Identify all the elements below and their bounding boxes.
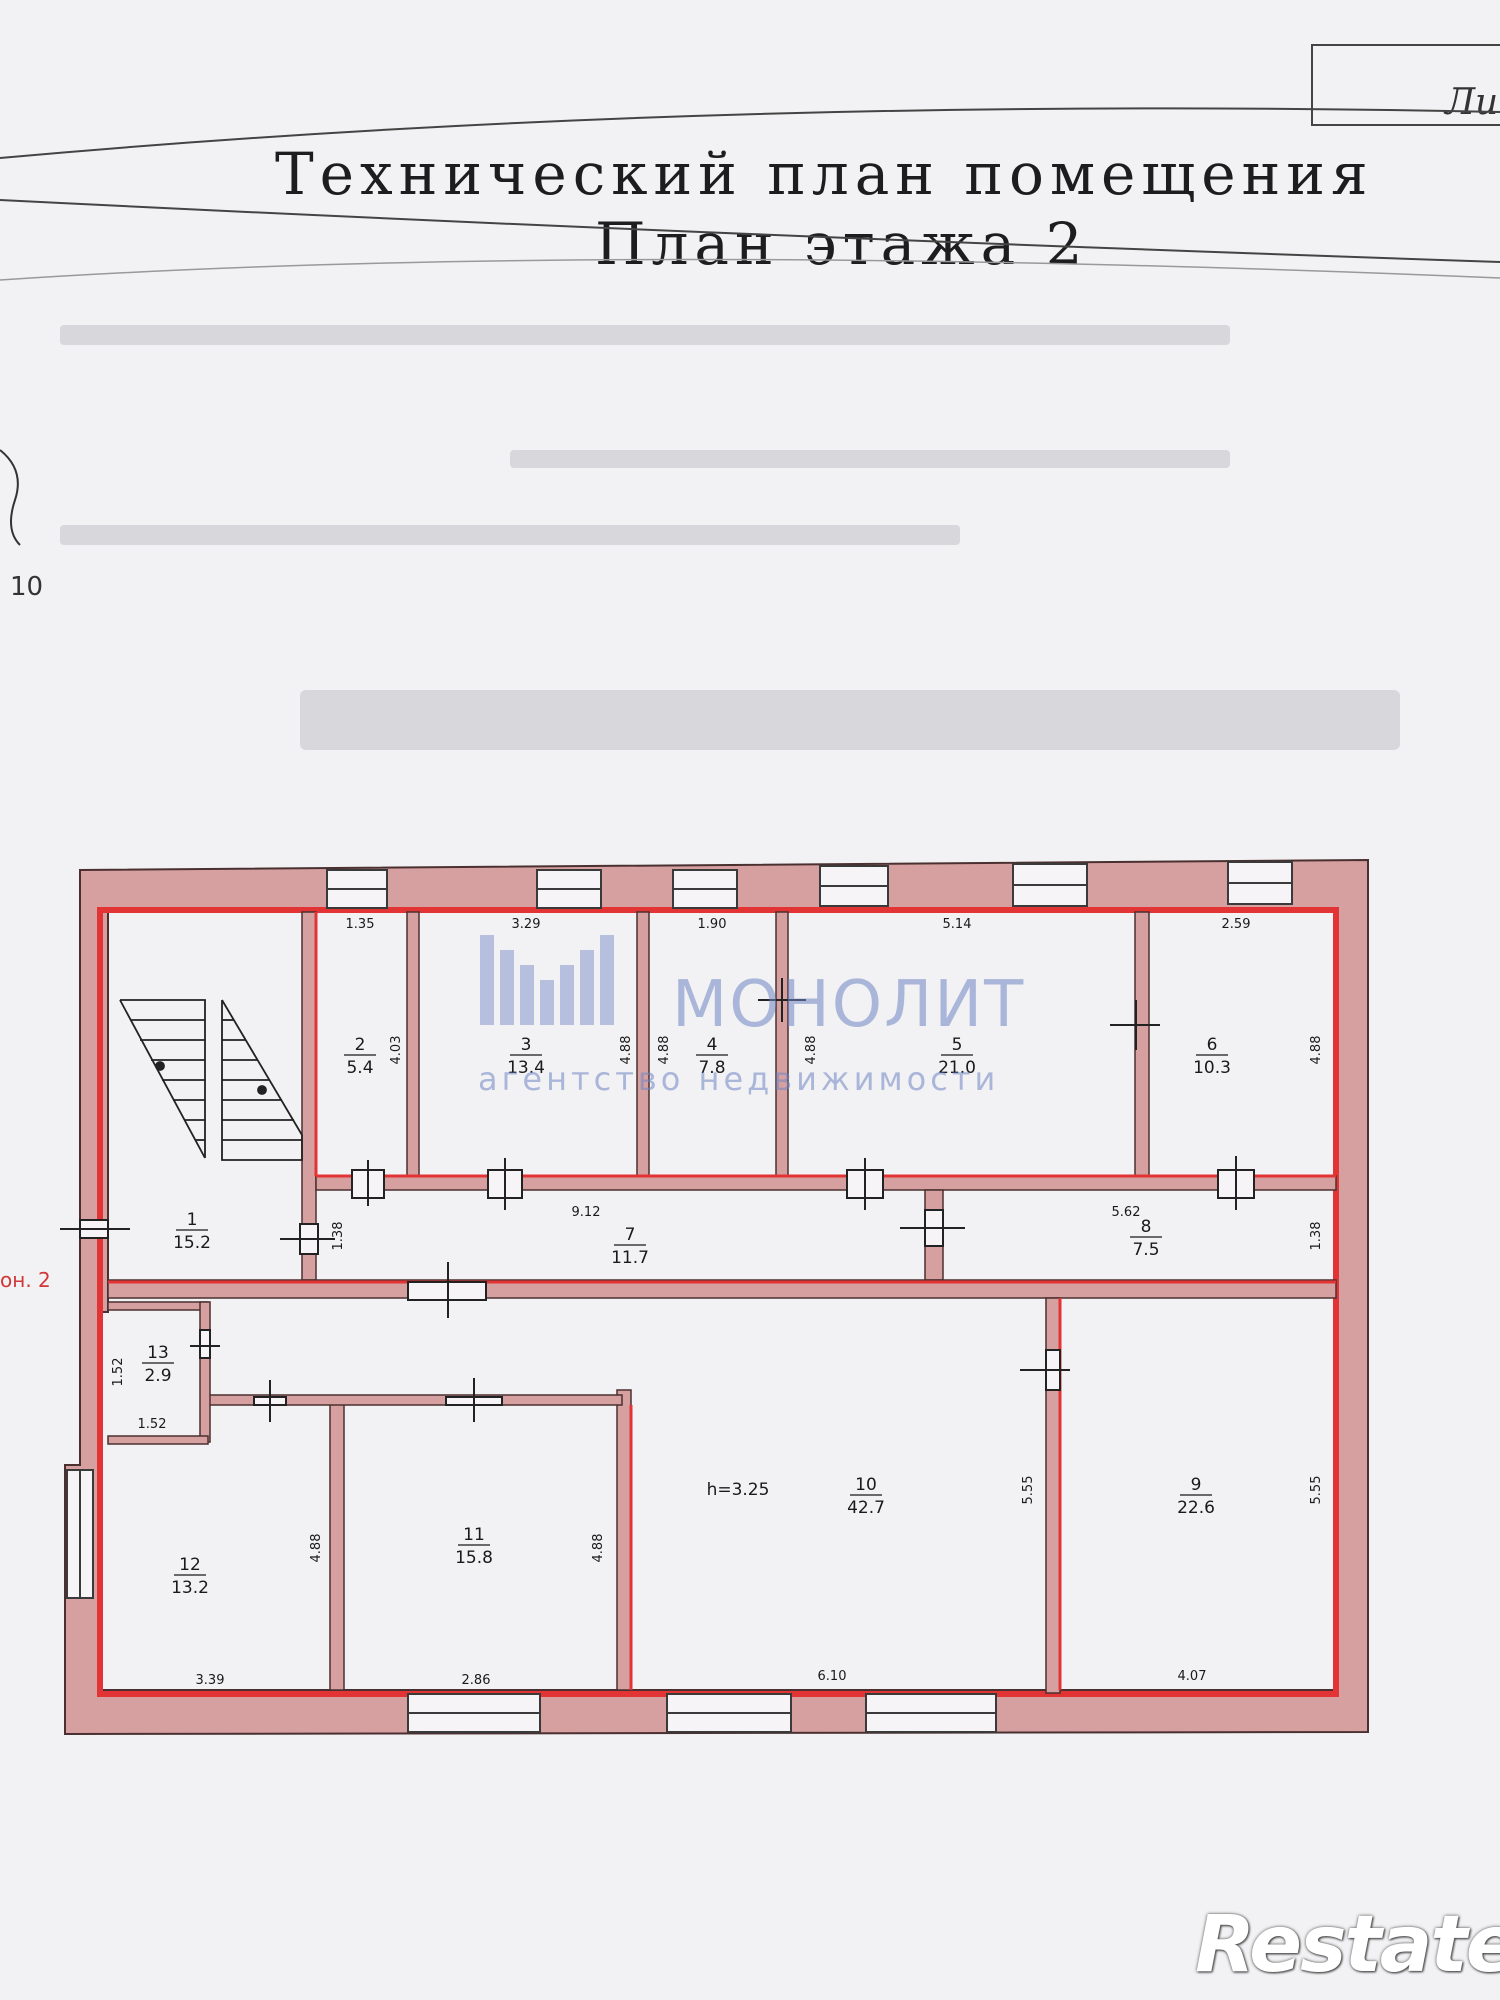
room-area: 7.8 (698, 1058, 725, 1078)
room-number: 13 (147, 1343, 169, 1363)
room-number: 5 (952, 1035, 963, 1055)
doors (60, 978, 1255, 1422)
room-area: 15.8 (455, 1548, 493, 1568)
room-area: 21.0 (938, 1058, 976, 1078)
room-number: 6 (1207, 1035, 1218, 1055)
document-title: Технический план помещения (275, 140, 1374, 208)
restate-logo: Restate (1195, 1900, 1500, 1990)
room-area: 13.2 (171, 1578, 209, 1598)
dimension-label: 5.14 (943, 917, 972, 932)
room-number: 3 (521, 1035, 532, 1055)
dimension-label: 4.07 (1178, 1669, 1207, 1684)
room-number: 2 (355, 1035, 366, 1055)
room-number: 1 (187, 1210, 198, 1230)
dimension-label: 3.39 (196, 1673, 225, 1688)
dimension-label: 5.62 (1112, 1205, 1141, 1220)
dimension-label: 4.88 (804, 1036, 819, 1065)
room-area: 13.4 (507, 1058, 545, 1078)
dimension-label: 9.12 (572, 1205, 601, 1220)
bleed-through-marks (60, 325, 1400, 750)
room-area: 42.7 (847, 1498, 885, 1518)
dimension-label: 4.88 (309, 1534, 324, 1563)
room-area: 15.2 (173, 1233, 211, 1253)
room-number: 9 (1191, 1475, 1202, 1495)
interior-walls (107, 911, 1337, 1694)
dimension-label: 1.38 (331, 1222, 346, 1251)
room-number: 12 (179, 1555, 201, 1575)
dimension-label: 1.35 (346, 917, 375, 932)
watermark-subtitle: агентство недвижимости (478, 1060, 1000, 1098)
room-area: 7.5 (1132, 1240, 1159, 1260)
dimension-label: 2.86 (462, 1673, 491, 1688)
margin-numeral: 10 (10, 572, 43, 602)
room-number: 8 (1141, 1217, 1152, 1237)
dimension-label: 4.88 (619, 1036, 634, 1065)
dimension-label: 4.03 (389, 1036, 404, 1065)
dimension-label: 1.38 (1309, 1222, 1324, 1251)
room-area: 10.3 (1193, 1058, 1231, 1078)
margin-squiggle-icon: 10 (0, 449, 43, 602)
ceiling-height-label: h=3.25 (707, 1480, 770, 1500)
windows (66, 861, 1293, 1733)
dimension-label: 4.88 (591, 1534, 606, 1563)
dimension-label: 1.90 (698, 917, 727, 932)
side-room-label: он. 2 (0, 1268, 51, 1292)
dimension-label: 1.52 (111, 1358, 126, 1387)
room-labels: 1 15.2 2 5.4 3 13.4 4 7.8 5 21.0 6 10.3 7 11.7 8 7.5 9 22… (142, 1035, 1231, 1598)
dimension-labels: 1.35 3.29 1.90 5.14 2.59 4.03 4.88 4.88 4.88 4.88… (111, 917, 1324, 1688)
room-outlines (108, 912, 1336, 1690)
room-number: 4 (707, 1035, 718, 1055)
dimension-label: 3.29 (512, 917, 541, 932)
room-area: 5.4 (346, 1058, 373, 1078)
dimension-label: 5.55 (1021, 1476, 1036, 1505)
dimension-label: 4.88 (1309, 1036, 1324, 1065)
dimension-label: 6.10 (818, 1669, 847, 1684)
corner-sheet-mark: Ли (1445, 82, 1499, 123)
watermark-logo-icon (480, 935, 614, 1025)
room-number: 10 (855, 1475, 877, 1495)
watermark-brand: МОНОЛИТ (672, 968, 1026, 1042)
room-area: 11.7 (611, 1248, 649, 1268)
room-number: 11 (463, 1525, 485, 1545)
dimension-label: 4.88 (657, 1036, 672, 1065)
dimension-label: 5.55 (1309, 1476, 1324, 1505)
page-frame (0, 44, 1500, 281)
dimension-label: 2.59 (1222, 917, 1251, 932)
room-area: 2.9 (144, 1366, 171, 1386)
room-area: 22.6 (1177, 1498, 1215, 1518)
room-number: 7 (625, 1225, 636, 1245)
dimension-label: 1.52 (138, 1417, 167, 1432)
staircase-icon (119, 999, 303, 1161)
